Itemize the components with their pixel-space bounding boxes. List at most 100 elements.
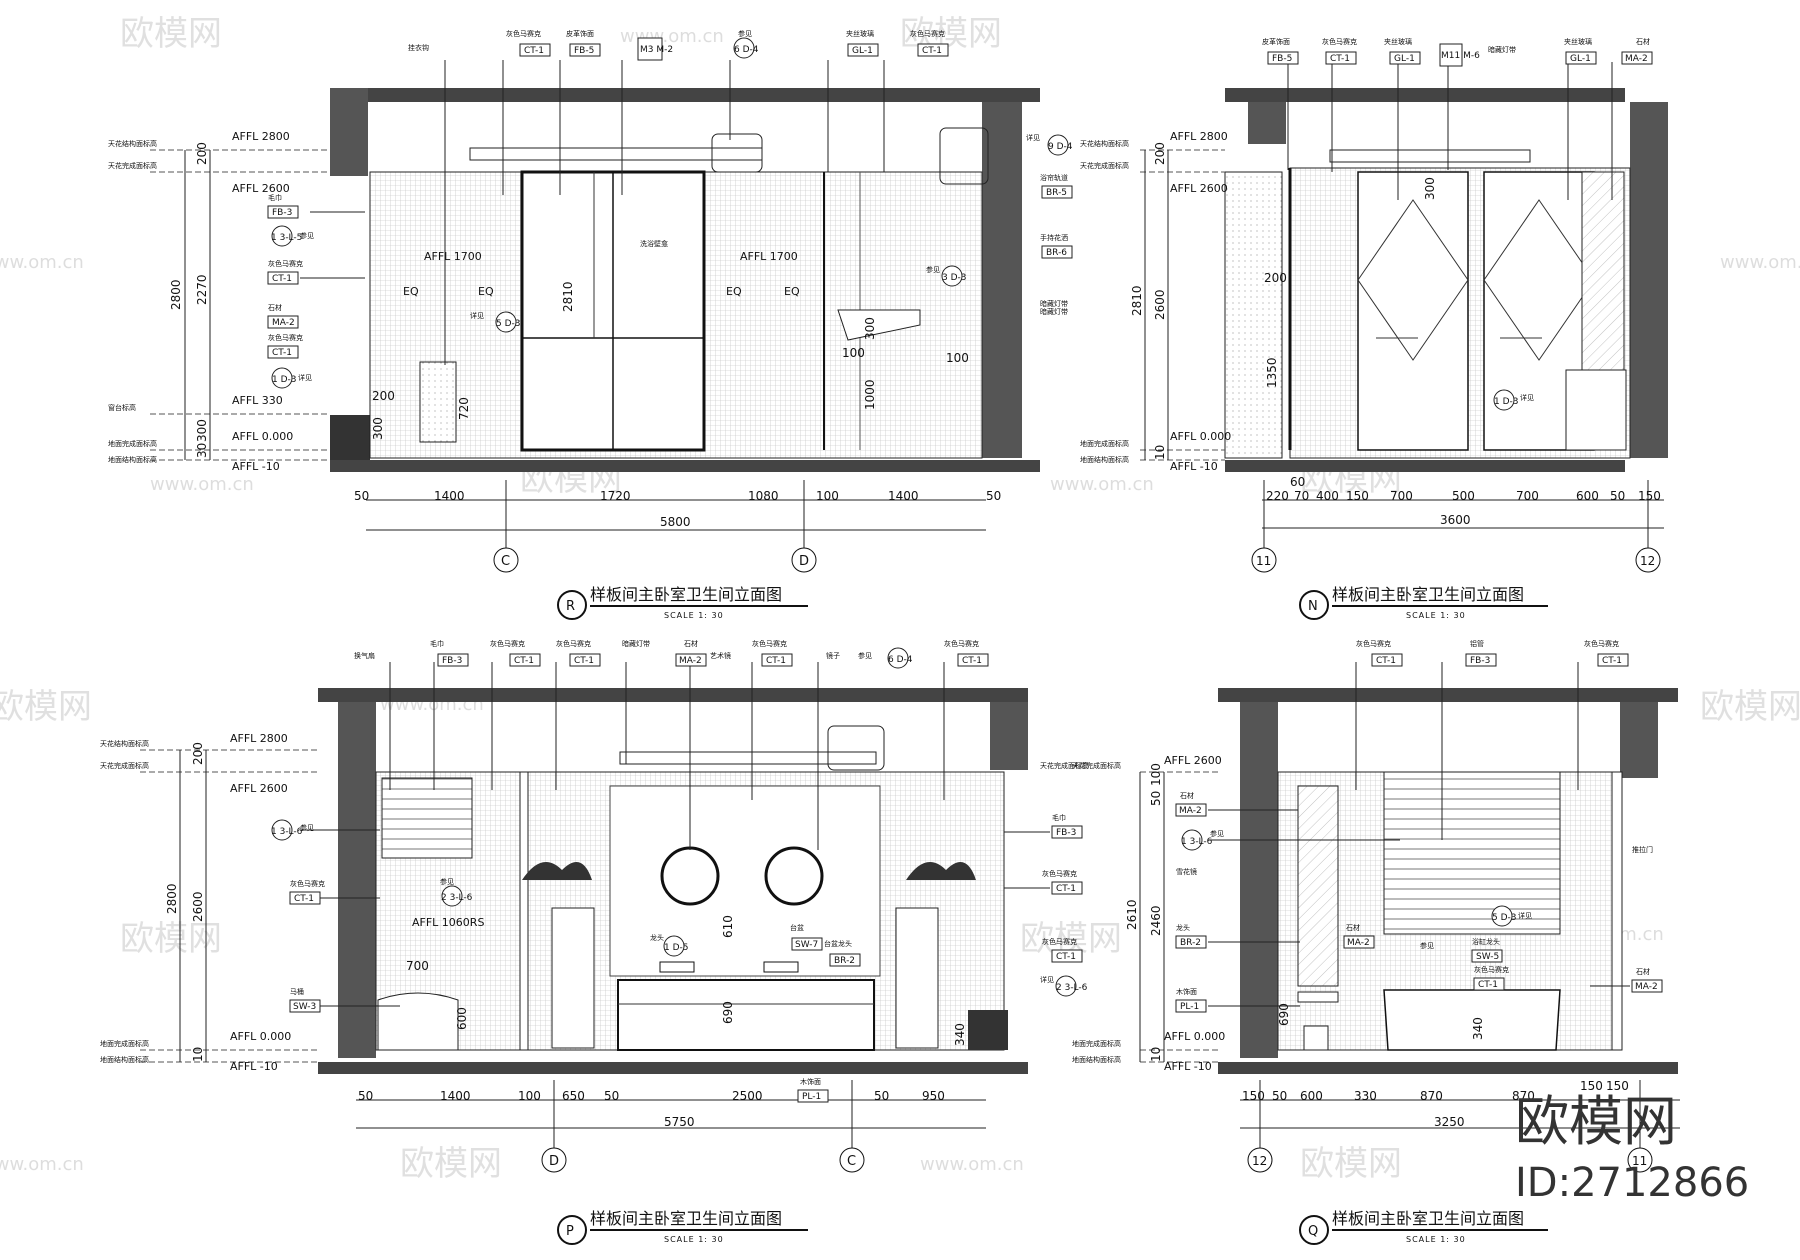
- note: 详见: [470, 311, 484, 320]
- material-tag: FB-5: [1272, 54, 1292, 64]
- grid-axis-bubble: [791, 547, 817, 573]
- material-tag: GL-1: [852, 46, 873, 56]
- level-label: 天花结构面标高: [108, 139, 157, 148]
- material-tag: CT-1: [1602, 656, 1622, 666]
- note: 艺术镜: [710, 651, 731, 660]
- level-label: 地面完成面标高: [100, 1039, 149, 1048]
- note: 灰色马赛克: [506, 29, 541, 38]
- elevation-mark: AFFL -10: [1164, 1060, 1212, 1073]
- note: 参见: [1210, 829, 1224, 838]
- material-tag: CT-1: [272, 274, 292, 284]
- plant-icon: [906, 862, 976, 880]
- vertical-dim: 2610: [1125, 899, 1139, 930]
- view-letter: N: [1308, 599, 1318, 614]
- inner-dim: 2810: [561, 281, 575, 312]
- vertical-dim: 2270: [195, 274, 209, 305]
- bottom-dim: 150: [1606, 1079, 1629, 1093]
- bottom-dim: 150: [1580, 1079, 1603, 1093]
- inner-dim: EQ: [478, 285, 494, 298]
- material-tag: SW-3: [293, 1002, 316, 1012]
- vertical-dim: 2600: [1153, 289, 1167, 320]
- vertical-dim: 200: [1153, 142, 1167, 165]
- toilet: [377, 992, 459, 1051]
- vertical-dim: 30: [195, 443, 209, 458]
- watermark-url: www.om.cn: [1050, 474, 1154, 495]
- material-tag: M11 M-6: [1441, 51, 1480, 61]
- inner-dim: 690: [721, 1001, 735, 1024]
- note: 手持花洒: [1040, 233, 1068, 242]
- bottom-dim: 50: [358, 1089, 373, 1103]
- note: 龙头: [650, 933, 664, 942]
- note: 灰色马赛克: [910, 29, 945, 38]
- grid-axis-label: C: [501, 554, 510, 569]
- detail-callout: 1 3-L-6: [271, 827, 303, 837]
- note: 参见: [300, 823, 314, 832]
- grid-axis-label: C: [847, 1154, 856, 1169]
- grid-axis-label: 11: [1256, 554, 1271, 568]
- elevation-mark: AFFL -10: [232, 460, 280, 473]
- elevation-mark: AFFL 330: [232, 394, 283, 407]
- bottom-dim: 100: [518, 1089, 541, 1103]
- note: 夹丝玻璃: [1564, 37, 1592, 46]
- note: 灰色马赛克: [268, 333, 303, 342]
- detail-callout: 1 D-3: [272, 375, 297, 385]
- level-label: 天花结构面标高: [1080, 139, 1129, 148]
- drain-box: [330, 415, 370, 460]
- watermark-brand: 欧模网: [0, 687, 92, 727]
- vertical-dim: 2810: [1130, 285, 1144, 316]
- note: 灰色马赛克: [1356, 639, 1391, 648]
- elevation-mark: AFFL 2800: [1170, 130, 1228, 143]
- bottom-dim: 650: [562, 1089, 585, 1103]
- material-tag: FB-3: [1470, 656, 1490, 666]
- inner-dim: 340: [953, 1023, 967, 1046]
- note: 灰色马赛克: [556, 639, 591, 648]
- bottom-dim: 2500: [732, 1089, 763, 1103]
- view-letter: R: [566, 599, 575, 614]
- elevation-mark: AFFL 2800: [230, 732, 288, 745]
- inner-dim: EQ: [726, 285, 742, 298]
- floor-slab: [330, 460, 1040, 472]
- ceiling-beam: [330, 88, 368, 176]
- bottom-dim: 150: [1242, 1089, 1265, 1103]
- bottom-dim: 50: [1610, 489, 1625, 503]
- note: 镜子: [826, 651, 840, 660]
- material-tag: CT-1: [1056, 884, 1076, 894]
- bottom-dim: 500: [1452, 489, 1475, 503]
- material-tags: FB-5 CT-1 GL-1 M11 M-6 GL-1 MA-2 1 D-3 皮…: [1262, 37, 1653, 411]
- detail-callout: 5 D-3: [496, 319, 521, 329]
- bottom-dim: 400: [1316, 489, 1339, 503]
- bottom-dim: 220: [1266, 489, 1289, 503]
- grid-axis-label: 12: [1640, 554, 1655, 568]
- vertical-dim: 200: [195, 142, 209, 165]
- note: 石材: [1180, 791, 1194, 800]
- note: 铝管: [1470, 639, 1484, 648]
- bottom-dim: 870: [1512, 1089, 1535, 1103]
- note: 灰色马赛克: [1042, 869, 1077, 878]
- detail-callout: 5 D-3: [1492, 913, 1517, 923]
- bottom-dim: 150: [1346, 489, 1369, 503]
- note: 毛巾: [268, 193, 282, 202]
- elevation-mark: AFFL 2600: [1170, 182, 1228, 195]
- shower-bench: [837, 309, 921, 341]
- material-tag: CT-1: [272, 348, 292, 358]
- material-tag: CT-1: [922, 46, 942, 56]
- view-title: 样板间主卧室卫生间立面图: [590, 585, 782, 604]
- material-tag: CT-1: [514, 656, 534, 666]
- material-tag: CT-1: [962, 656, 982, 666]
- bottom-dim: 70: [1294, 489, 1309, 503]
- note: 石材: [1346, 923, 1360, 932]
- material-tag: GL-1: [1570, 54, 1591, 64]
- note: 台盆龙头: [824, 939, 852, 948]
- bottom-dim: 600: [1300, 1089, 1323, 1103]
- note: 马桶: [290, 987, 304, 996]
- material-tag: CT-1: [1056, 952, 1076, 962]
- bottom-dim: 1400: [888, 489, 919, 503]
- vertical-dim: 200: [191, 742, 205, 765]
- note: 灰色马赛克: [490, 639, 525, 648]
- material-tag: BR-2: [834, 956, 855, 966]
- inner-dim: 200: [1264, 271, 1287, 285]
- detail-callout: 6 D-4: [888, 655, 913, 665]
- material-tag: CT-1: [1330, 54, 1350, 64]
- detail-callout: 1 3-L-5: [271, 233, 302, 243]
